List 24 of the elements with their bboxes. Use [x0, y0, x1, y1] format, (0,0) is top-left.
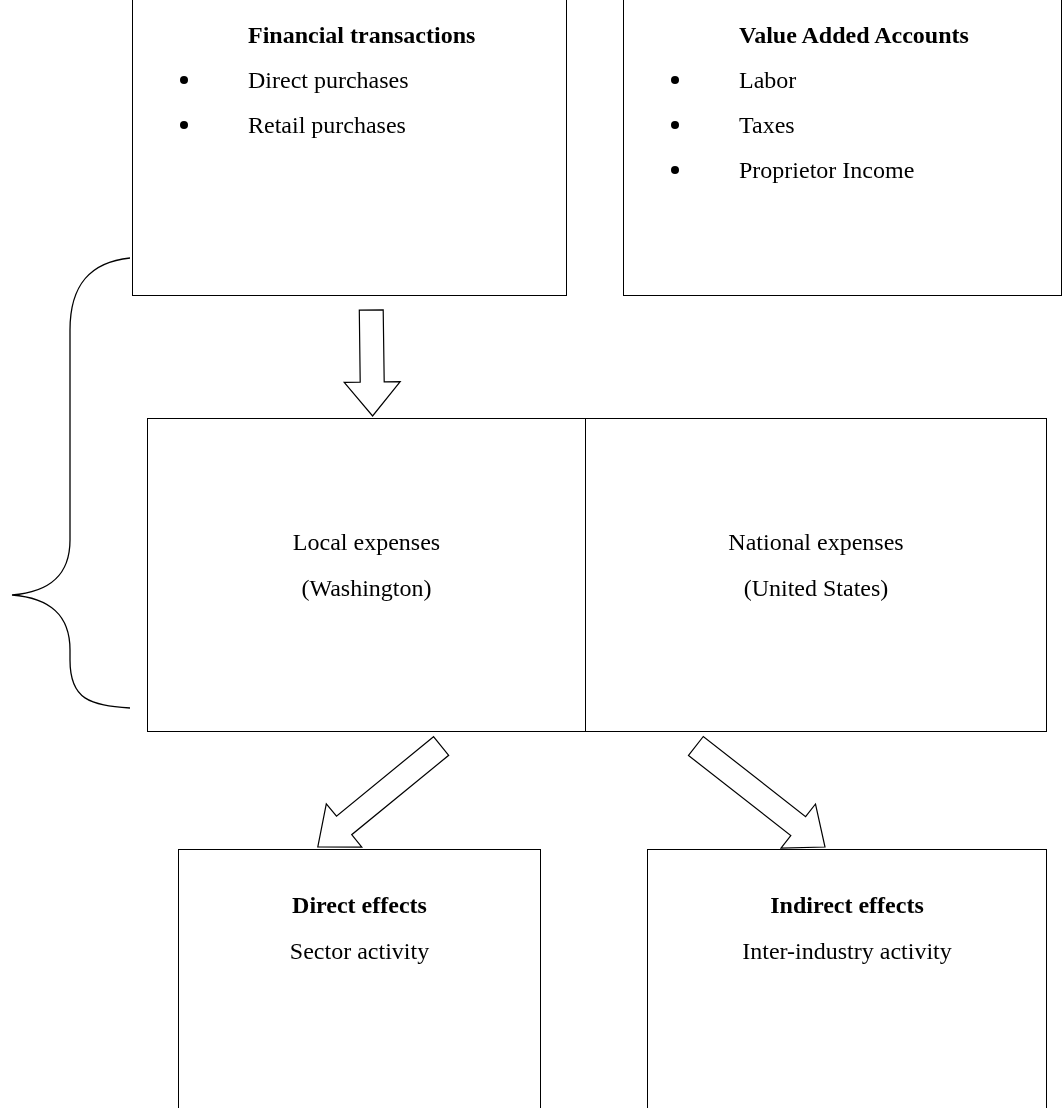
process-box — [132, 0, 567, 296]
bullet-item: Retail purchases — [248, 112, 406, 138]
box-text: (United States) — [743, 574, 889, 603]
box-text: Sector activity — [289, 937, 430, 966]
box-text: National expenses — [728, 528, 904, 557]
box-heading: Direct effects — [292, 891, 427, 920]
block-arrow — [687, 735, 826, 849]
box-text: (Washington) — [301, 574, 432, 603]
bullet-item: Labor — [739, 67, 797, 93]
process-box — [647, 849, 1047, 1108]
block-arrow — [342, 309, 402, 417]
box-heading: Indirect effects — [770, 891, 924, 920]
process-box — [147, 418, 586, 732]
bullet-item: Taxes — [739, 112, 795, 138]
process-box — [585, 418, 1047, 732]
box-text: Inter-industry activity — [742, 937, 952, 966]
box-text: Local expenses — [292, 528, 441, 557]
bullet-item: Proprietor Income — [739, 157, 915, 183]
process-box — [623, 0, 1062, 296]
box-heading: Value Added Accounts — [739, 21, 970, 50]
bullet-item: Direct purchases — [248, 67, 409, 93]
box-heading: Financial transactions — [248, 21, 477, 50]
process-box — [178, 849, 541, 1108]
block-arrow — [317, 735, 450, 848]
